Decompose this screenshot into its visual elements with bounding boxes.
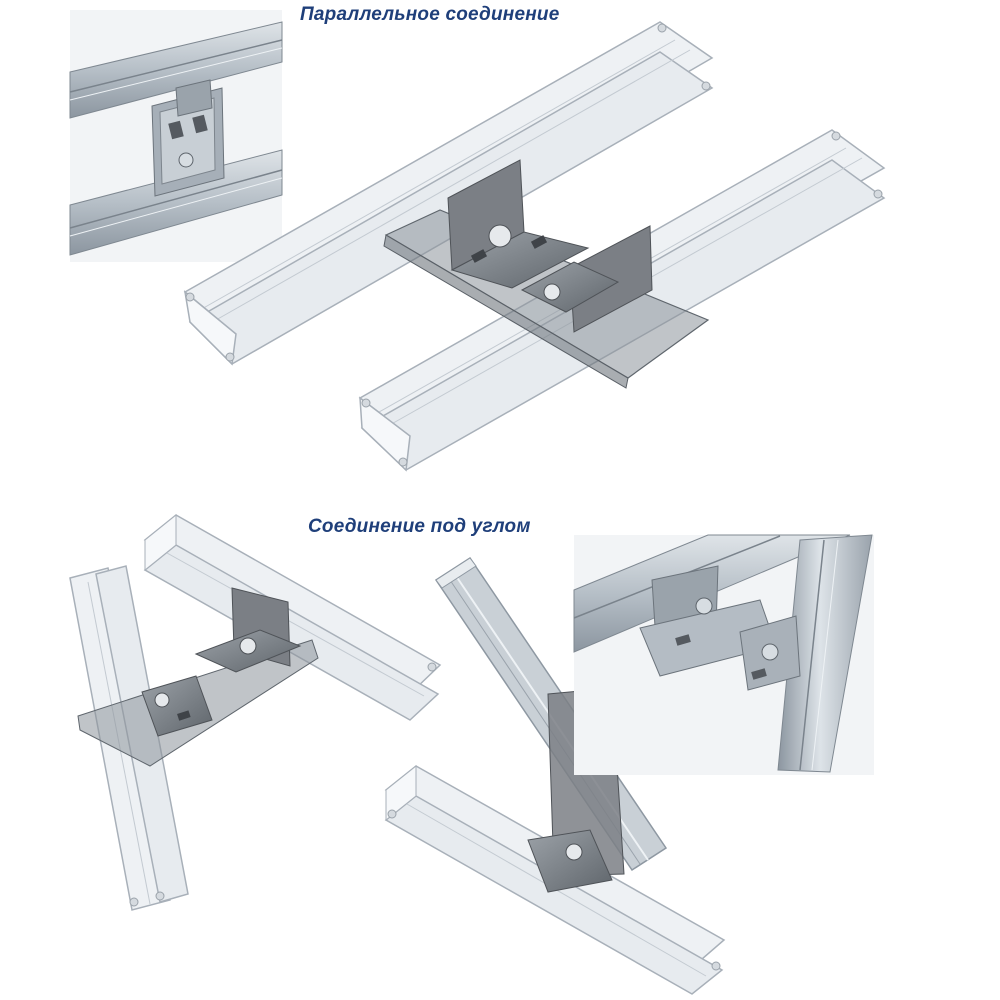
angle-photo	[573, 534, 874, 775]
angle-render-left	[69, 513, 442, 911]
profile-diagonal-upper	[143, 513, 442, 721]
angle-render-center	[384, 556, 726, 995]
heading-angle-connection: Соединение под углом	[308, 516, 531, 537]
heading-parallel-connection: Параллельное соединение	[300, 4, 560, 25]
parallel-photo	[69, 10, 283, 262]
parallel-render	[183, 21, 886, 472]
